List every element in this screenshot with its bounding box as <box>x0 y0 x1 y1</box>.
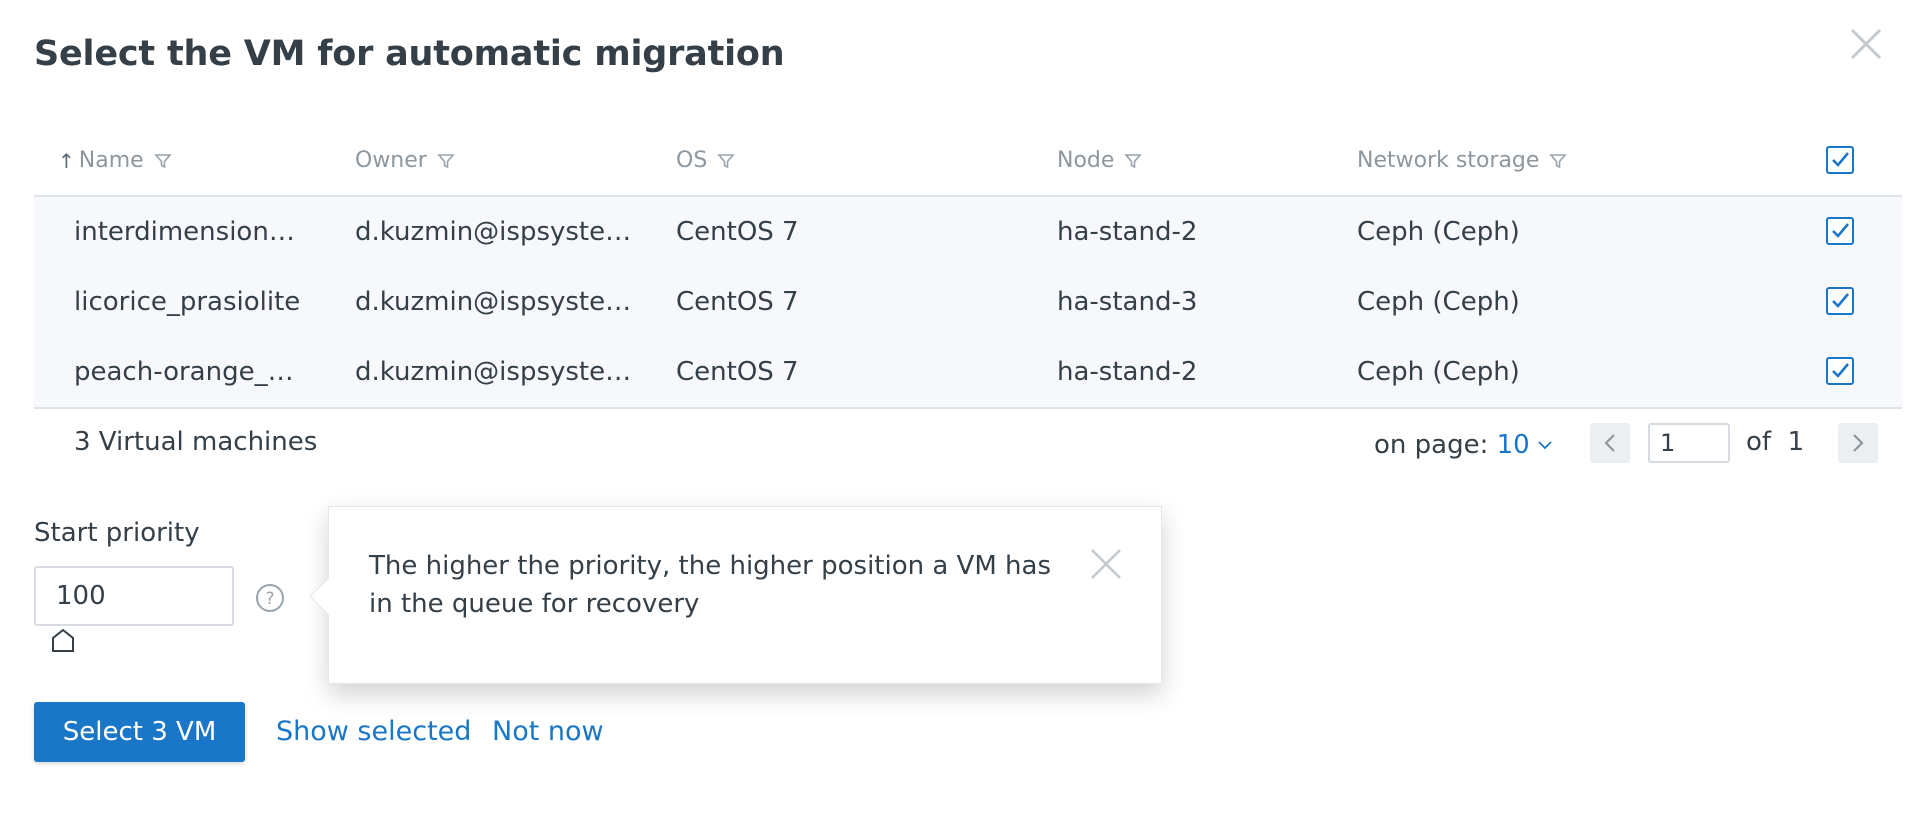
vm-node: ha-stand-2 <box>1057 217 1198 247</box>
priority-tooltip: The higher the priority, the higher posi… <box>309 506 1162 684</box>
of-label: of <box>1746 427 1772 457</box>
select-vm-button[interactable]: Select 3 VM <box>34 702 245 762</box>
column-header-network-storage[interactable]: Network storage <box>1357 148 1568 173</box>
column-label: Network storage <box>1357 148 1540 173</box>
per-page-selector[interactable]: on page: 10 <box>1374 427 1552 460</box>
table-row[interactable]: licorice_prasiolite d.kuzmin@ispsyste… C… <box>34 267 1902 337</box>
vm-owner: d.kuzmin@ispsyste… <box>355 287 632 317</box>
table-body: interdimensiona… d.kuzmin@ispsyste… Cent… <box>34 197 1902 409</box>
next-page-button[interactable] <box>1838 423 1878 463</box>
vm-name: licorice_prasiolite <box>74 287 301 317</box>
checkbox-checked-icon <box>1832 363 1849 378</box>
column-label: OS <box>676 148 708 173</box>
page-total: of 1 <box>1746 427 1804 457</box>
svg-text:?: ? <box>265 589 274 609</box>
chevron-right-icon <box>1853 434 1864 452</box>
row-checkbox[interactable] <box>1826 217 1854 245</box>
help-icon[interactable]: ? <box>255 583 285 613</box>
on-page-label: on page: <box>1374 430 1489 460</box>
total-pages: 1 <box>1787 427 1805 457</box>
chevron-left-icon <box>1604 434 1615 452</box>
vm-owner: d.kuzmin@ispsyste… <box>355 357 632 387</box>
vm-os: CentOS 7 <box>676 287 799 317</box>
previous-page-button[interactable] <box>1590 423 1630 463</box>
checkbox-checked-icon <box>1832 293 1849 308</box>
start-priority-label: Start priority <box>34 518 200 548</box>
vm-name: interdimensiona… <box>74 217 309 247</box>
per-page-dropdown[interactable]: 10 <box>1497 430 1552 460</box>
not-now-link[interactable]: Not now <box>492 716 604 747</box>
vm-network-storage: Ceph (Ceph) <box>1357 217 1520 247</box>
tooltip-arrow <box>309 577 348 616</box>
table-row[interactable]: peach-orange_g… d.kuzmin@ispsyste… CentO… <box>34 337 1902 407</box>
column-header-owner[interactable]: Owner <box>355 148 455 173</box>
home-icon <box>52 628 74 652</box>
column-label: Node <box>1057 148 1115 173</box>
row-checkbox[interactable] <box>1826 287 1854 315</box>
close-icon[interactable] <box>1089 547 1123 581</box>
checkbox-checked-icon <box>1832 223 1849 238</box>
filter-icon[interactable] <box>1124 152 1143 170</box>
close-icon[interactable] <box>1848 26 1884 62</box>
filter-icon[interactable] <box>153 152 172 170</box>
row-checkbox[interactable] <box>1826 357 1854 385</box>
table-row[interactable]: interdimensiona… d.kuzmin@ispsyste… Cent… <box>34 197 1902 267</box>
sort-ascending-icon[interactable]: ↑ <box>58 148 75 173</box>
column-label: Owner <box>355 148 427 173</box>
start-priority-input[interactable] <box>34 566 234 626</box>
vm-network-storage: Ceph (Ceph) <box>1357 287 1520 317</box>
column-header-os[interactable]: OS <box>676 148 736 173</box>
column-header-name[interactable]: ↑ Name <box>58 148 172 173</box>
vm-owner: d.kuzmin@ispsyste… <box>355 217 632 247</box>
vm-count: 3 Virtual machines <box>74 427 318 457</box>
checkbox-checked-icon <box>1832 152 1849 167</box>
vm-os: CentOS 7 <box>676 357 799 387</box>
column-label: Name <box>78 148 144 173</box>
show-selected-link[interactable]: Show selected <box>276 716 472 747</box>
chevron-down-icon <box>1538 427 1552 457</box>
tooltip-text: The higher the priority, the higher posi… <box>369 551 1051 619</box>
vm-network-storage: Ceph (Ceph) <box>1357 357 1520 387</box>
filter-icon[interactable] <box>717 152 736 170</box>
vm-name: peach-orange_g… <box>74 357 309 387</box>
table-footer: 3 Virtual machines on page: 10 of 1 <box>34 409 1902 477</box>
filter-icon[interactable] <box>1549 152 1568 170</box>
vm-os: CentOS 7 <box>676 217 799 247</box>
column-header-node[interactable]: Node <box>1057 148 1143 173</box>
per-page-value: 10 <box>1496 430 1530 460</box>
vm-node: ha-stand-3 <box>1057 287 1198 317</box>
vm-table: ↑ Name Owner OS Node <box>34 130 1902 477</box>
vm-node: ha-stand-2 <box>1057 357 1198 387</box>
dialog-title: Select the VM for automatic migration <box>34 34 785 74</box>
page-number-input[interactable] <box>1648 423 1730 463</box>
select-all-checkbox[interactable] <box>1826 146 1854 174</box>
table-header: ↑ Name Owner OS Node <box>34 130 1902 197</box>
filter-icon[interactable] <box>437 152 455 170</box>
